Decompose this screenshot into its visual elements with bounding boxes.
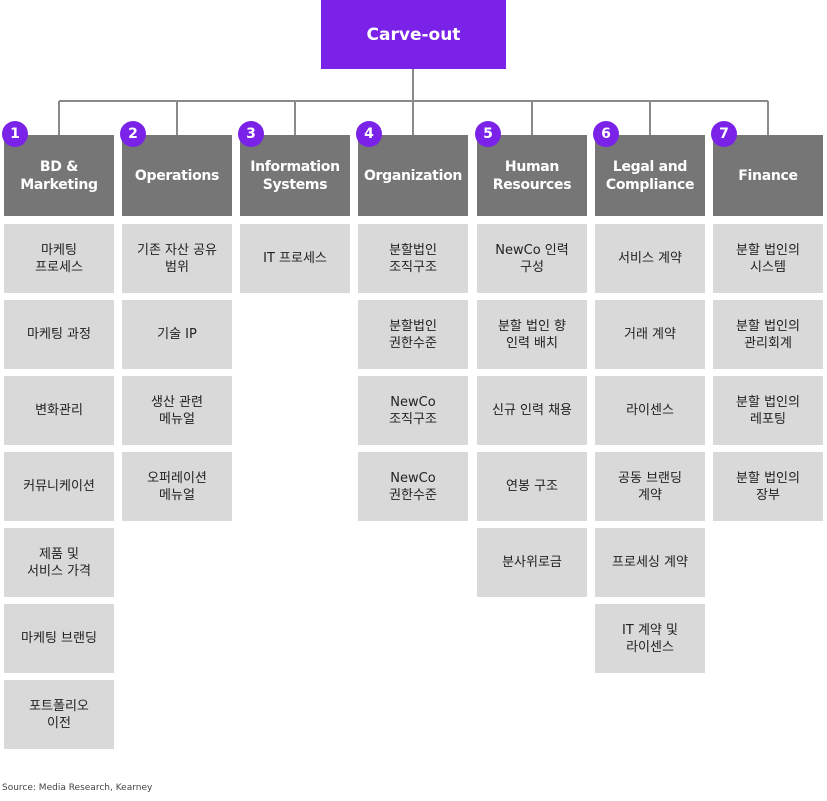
column-1-item: 제품 및 서비스 가격	[4, 528, 114, 597]
column-header-title: Legal and Compliance	[605, 158, 695, 193]
item-label: 생산 관련 메뉴얼	[151, 394, 203, 427]
item-label: NewCo 조직구조	[389, 394, 437, 427]
column-1-item: 변화관리	[4, 376, 114, 445]
item-label: 오퍼레이션 메뉴얼	[147, 470, 207, 503]
item-label: 분사위로금	[502, 555, 562, 570]
column-1-item: 마케팅 프로세스	[4, 224, 114, 293]
item-label: NewCo 권한수준	[389, 470, 437, 503]
item-label: 프로세싱 계약	[612, 555, 688, 570]
item-label: 공동 브랜딩 계약	[618, 470, 682, 503]
item-label: 기술 IP	[157, 327, 197, 342]
item-label: 기존 자산 공유 범위	[136, 242, 218, 275]
column-7-item: 분할 법인의 장부	[713, 452, 823, 521]
column-5-item: NewCo 인력 구성	[477, 224, 587, 293]
column-header-title: Operations	[134, 167, 220, 184]
column-2-item: 생산 관련 메뉴얼	[122, 376, 232, 445]
column-2-item: 오퍼레이션 메뉴얼	[122, 452, 232, 521]
item-label: 거래 계약	[624, 327, 676, 342]
column-5-header: Human Resources	[477, 135, 587, 216]
item-label: 분할 법인의 관리회계	[736, 318, 800, 351]
item-label: 분할법인 권한수준	[389, 318, 437, 351]
item-label: 분할 법인의 장부	[736, 470, 800, 503]
item-label: 분할 법인의 시스템	[736, 242, 800, 275]
column-7-number-badge: 7	[711, 121, 737, 147]
column-7-item: 분할 법인의 시스템	[713, 224, 823, 293]
item-label: 마케팅 브랜딩	[21, 631, 97, 646]
column-6-item: 공동 브랜딩 계약	[595, 452, 705, 521]
column-1-item: 마케팅 브랜딩	[4, 604, 114, 673]
column-header-title: Finance	[738, 167, 798, 184]
column-5-item: 분사위로금	[477, 528, 587, 597]
column-1-item: 커뮤니케이션	[4, 452, 114, 521]
column-1-item: 마케팅 과정	[4, 300, 114, 369]
column-4-header: Organization	[358, 135, 468, 216]
item-label: 신규 인력 채용	[491, 403, 573, 418]
column-4-number-badge: 4	[356, 121, 382, 147]
column-6-item: IT 계약 및 라이센스	[595, 604, 705, 673]
item-label: 커뮤니케이션	[23, 479, 95, 494]
column-6-item: 라이센스	[595, 376, 705, 445]
column-6-number-badge: 6	[593, 121, 619, 147]
column-5-item: 연봉 구조	[477, 452, 587, 521]
item-label: IT 프로세스	[263, 251, 327, 266]
item-label: 라이센스	[626, 403, 674, 418]
column-header-title: Organization	[363, 167, 463, 184]
source-note: Source: Media Research, Kearney	[2, 783, 153, 793]
column-7-item: 분할 법인의 레포팅	[713, 376, 823, 445]
column-4-item: NewCo 권한수준	[358, 452, 468, 521]
item-label: 제품 및 서비스 가격	[27, 546, 91, 579]
column-4-item: 분할법인 권한수준	[358, 300, 468, 369]
column-6-item: 거래 계약	[595, 300, 705, 369]
item-label: 분할 법인 향 인력 배치	[497, 318, 567, 351]
column-4-item: NewCo 조직구조	[358, 376, 468, 445]
column-4-item: 분할법인 조직구조	[358, 224, 468, 293]
column-3-number-badge: 3	[238, 121, 264, 147]
item-label: 마케팅 과정	[27, 327, 91, 342]
column-5-item: 신규 인력 채용	[477, 376, 587, 445]
item-label: 서비스 계약	[618, 251, 682, 266]
column-5-item: 분할 법인 향 인력 배치	[477, 300, 587, 369]
item-label: NewCo 인력 구성	[495, 242, 569, 275]
root-node: Carve-out	[321, 0, 506, 69]
column-7-item: 분할 법인의 관리회계	[713, 300, 823, 369]
item-label: 포트폴리오 이전	[29, 698, 89, 731]
column-2-item: 기존 자산 공유 범위	[122, 224, 232, 293]
item-label: 분할법인 조직구조	[389, 242, 437, 275]
item-label: 변화관리	[35, 403, 83, 418]
column-3-header: Information Systems	[240, 135, 350, 216]
column-6-item: 프로세싱 계약	[595, 528, 705, 597]
item-label: 마케팅 프로세스	[35, 242, 83, 275]
item-label: 분할 법인의 레포팅	[736, 394, 800, 427]
column-1-item: 포트폴리오 이전	[4, 680, 114, 749]
column-6-header: Legal and Compliance	[595, 135, 705, 216]
column-1-header: BD & Marketing	[4, 135, 114, 216]
column-3-item: IT 프로세스	[240, 224, 350, 293]
item-label: 연봉 구조	[506, 479, 558, 494]
column-5-number-badge: 5	[475, 121, 501, 147]
column-header-title: Human Resources	[492, 158, 572, 193]
item-label: IT 계약 및 라이센스	[622, 622, 678, 655]
column-7-header: Finance	[713, 135, 823, 216]
column-6-item: 서비스 계약	[595, 224, 705, 293]
column-1-number-badge: 1	[2, 121, 28, 147]
column-2-number-badge: 2	[120, 121, 146, 147]
root-label: Carve-out	[366, 24, 461, 45]
column-header-title: BD & Marketing	[20, 158, 98, 193]
column-2-header: Operations	[122, 135, 232, 216]
column-2-item: 기술 IP	[122, 300, 232, 369]
column-header-title: Information Systems	[250, 158, 340, 193]
